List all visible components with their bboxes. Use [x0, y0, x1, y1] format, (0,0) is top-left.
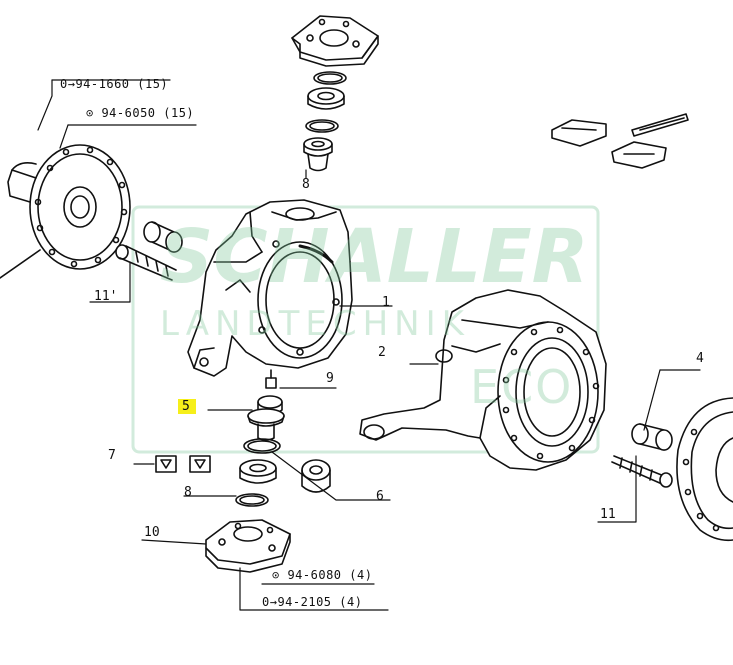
callout-5-highlight: 5	[178, 399, 196, 414]
right-bushing	[631, 423, 673, 451]
right-wheel-stud	[611, 455, 673, 488]
top-cap-plate	[291, 15, 379, 67]
watermark-frame	[131, 205, 600, 454]
callout-10: 10	[144, 525, 160, 540]
left-bushing	[143, 221, 183, 253]
ref-top-left-1: 0→94-1660 (15)	[60, 77, 169, 91]
knuckle-part-2	[359, 289, 607, 471]
top-oring	[313, 71, 347, 85]
callout-7: 7	[108, 448, 116, 463]
bearing-part-8a	[239, 459, 277, 484]
callout-4: 4	[696, 351, 704, 366]
callout-2: 2	[378, 345, 386, 360]
knuckle-part-1	[187, 199, 353, 377]
leader-lines	[37, 79, 701, 611]
callout-8: 8	[184, 485, 192, 500]
top-bearing	[307, 87, 345, 110]
callout-1: 1	[382, 295, 390, 310]
top-shim	[305, 119, 339, 133]
grease-nipple-part-9	[265, 369, 277, 389]
ref-bottom-1: ⊙ 94-6080 (4)	[272, 568, 373, 582]
shims-part-7	[155, 455, 211, 473]
oring-part-6a	[243, 438, 281, 454]
right-hub-flange	[676, 397, 733, 542]
bolt-part-5	[247, 395, 285, 441]
callout-11-prime: 11'	[94, 289, 118, 304]
top-bushing	[303, 137, 333, 172]
callout-11: 11	[600, 507, 616, 522]
ref-top-left-2: ⊙ 94-6050 (15)	[86, 106, 195, 120]
direction-arrows-icon	[551, 113, 689, 169]
left-wheel-stud	[115, 244, 177, 281]
callout-5: 5	[178, 399, 196, 414]
left-hub-flange	[0, 144, 131, 279]
bottom-cap-part-10	[205, 519, 291, 573]
callout-top-8: 8	[302, 177, 310, 192]
callout-6: 6	[376, 489, 384, 504]
callout-9: 9	[326, 371, 334, 386]
seal-part-6	[301, 459, 331, 493]
shim-part-8	[235, 493, 269, 507]
ref-bottom-2: 0→94-2105 (4)	[262, 595, 363, 609]
